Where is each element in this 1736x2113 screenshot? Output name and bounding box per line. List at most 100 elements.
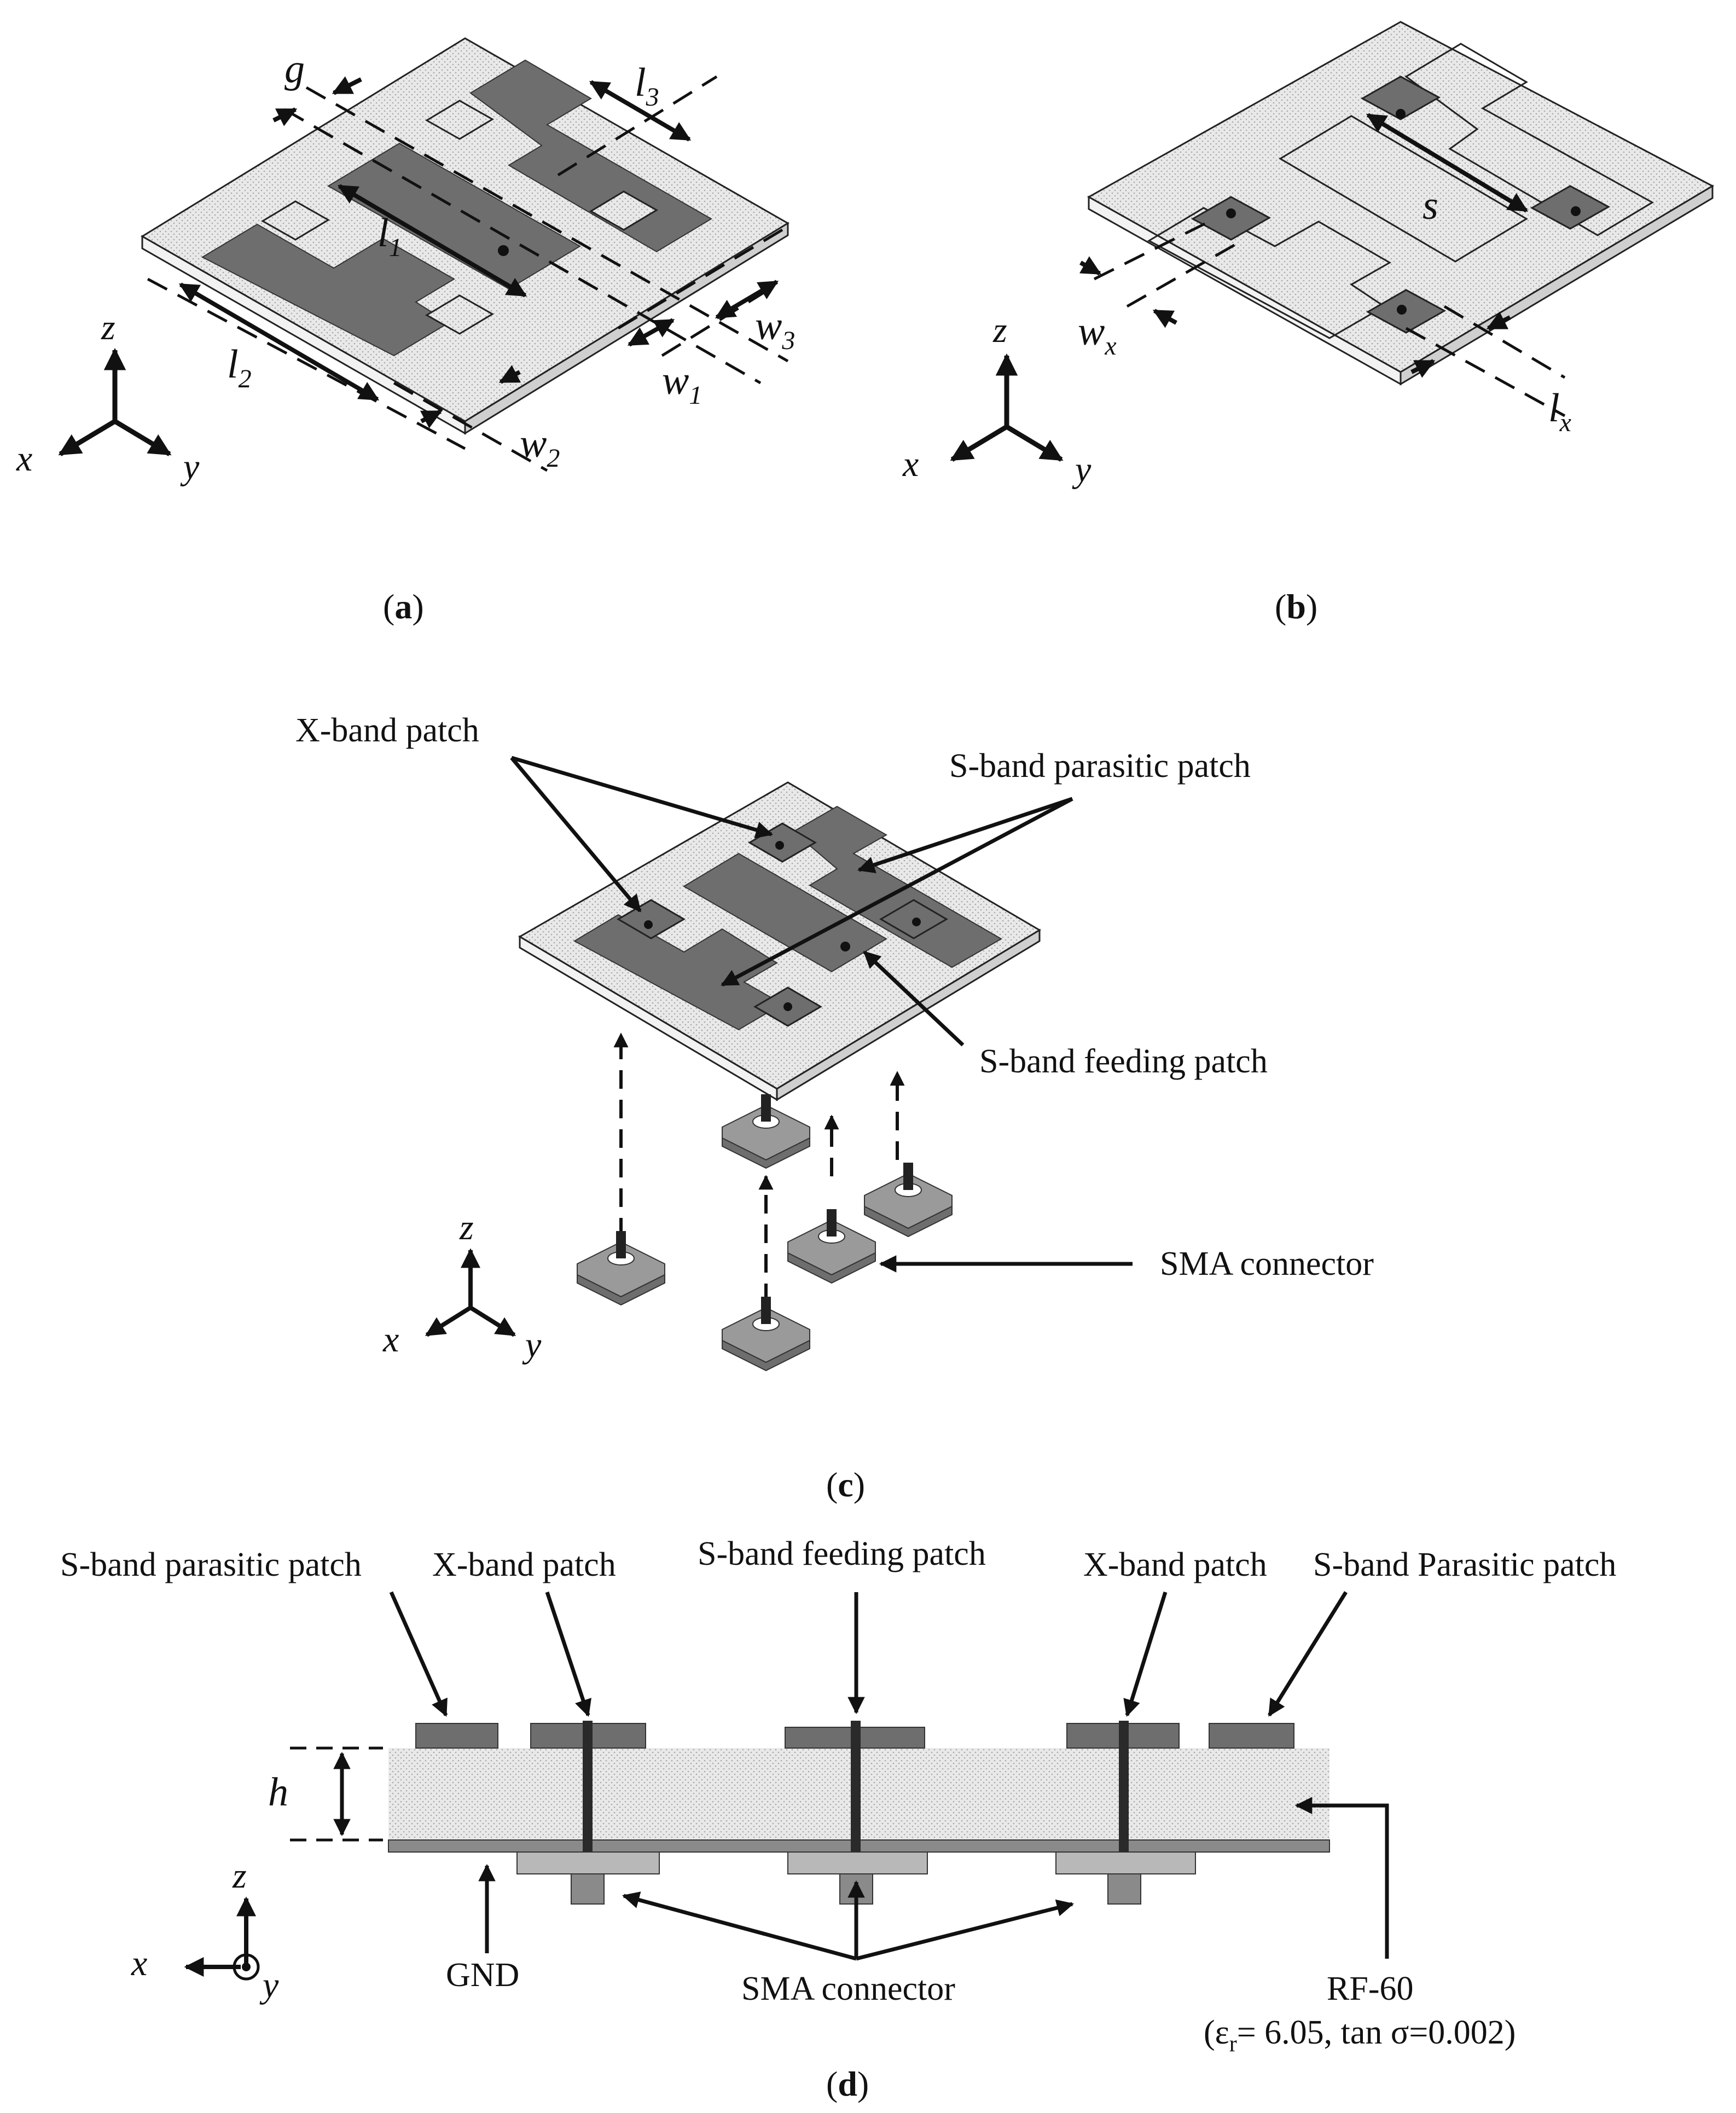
panel-b: s wx lx z x y (b)	[902, 21, 1715, 626]
axis-y-label: y	[522, 1325, 542, 1365]
g-symbol: g	[285, 47, 305, 91]
h-dimension	[290, 1746, 383, 1842]
label-gnd: GND	[446, 1957, 519, 1994]
feed-point	[775, 841, 784, 850]
probe-pin	[583, 1721, 593, 1852]
w2-arrow	[420, 409, 443, 428]
sma-connector	[722, 1094, 810, 1169]
leader-arrows	[510, 756, 1133, 1273]
label-x-band-patch-right: X-band patch	[1083, 1546, 1267, 1583]
g-arrow-right	[332, 76, 362, 95]
axis-x-label: x	[382, 1320, 399, 1360]
feed-point	[1396, 109, 1406, 119]
caption-b: (b)	[1275, 587, 1317, 626]
panel-a: g l1 l2 l3 w1 w2 w3 z x y (a)	[16, 37, 795, 626]
probe-pin	[851, 1721, 861, 1852]
x-band-patch	[425, 100, 494, 140]
panel-c: X-band patch S-band parasitic patch S-ba…	[295, 712, 1374, 1504]
w3-symbol: w3	[755, 304, 795, 355]
lx-arrow-bottom	[1410, 359, 1436, 378]
sma-connectors	[577, 1094, 953, 1372]
leader-arrows	[389, 1591, 1389, 1961]
wx-arrow-right	[1152, 309, 1177, 328]
feed-point	[912, 918, 921, 926]
x-band-patch	[261, 200, 330, 241]
caption-d: (d)	[826, 2064, 869, 2103]
insertion-paths	[613, 1032, 905, 1302]
sma-connector	[722, 1297, 810, 1372]
axis-z-label: z	[101, 307, 115, 347]
label-sma-connector: SMA connector	[741, 1970, 955, 2007]
g-arrow-left	[272, 107, 298, 126]
x-band-patches	[1191, 76, 1611, 334]
axis-y-out-dot	[242, 1963, 251, 1971]
axis-z-label: z	[992, 310, 1007, 350]
label-s-band-parasitic-patch-left: S-band parasitic patch	[60, 1546, 362, 1583]
w1-pointer	[498, 365, 521, 384]
axis-z-label: z	[459, 1208, 474, 1247]
axis-z-label: z	[232, 1856, 247, 1896]
axis-x-label: x	[16, 439, 32, 479]
x-band-patch	[589, 190, 658, 231]
x-band-patch	[1530, 185, 1611, 230]
label-x-band-patch-left: X-band patch	[432, 1546, 616, 1583]
wx-arrow-left	[1079, 256, 1102, 276]
label-x-band-patch: X-band patch	[295, 712, 479, 749]
axis-y-label: y	[259, 1965, 279, 2005]
sma-connector	[864, 1163, 953, 1238]
sma-connector	[787, 1209, 876, 1284]
sma-connector	[577, 1231, 665, 1306]
caption-a: (a)	[383, 587, 424, 626]
x-band-patch	[425, 294, 494, 335]
dimension-guides	[1093, 217, 1566, 417]
axis-x-label: x	[131, 1943, 147, 1983]
l3-symbol: l3	[635, 60, 659, 112]
dimension-arrows	[178, 76, 779, 428]
dimension-arrows	[1079, 113, 1529, 378]
s-band-parasitic-patch	[792, 805, 1002, 968]
s-band-feeding-patch	[683, 852, 887, 973]
lx-symbol: lx	[1548, 386, 1571, 437]
axis-triad	[950, 353, 1064, 462]
feed-point	[644, 920, 653, 929]
l3-arrow	[589, 80, 692, 142]
probe-pin	[1119, 1721, 1129, 1852]
panel-d: h S-band parasitic patch X-band patch S-…	[60, 1535, 1616, 2103]
l1-symbol: l1	[378, 211, 402, 262]
label-rf60: RF-60	[1327, 1970, 1413, 2007]
w3-arrow	[715, 280, 779, 320]
s-band-parasitic-patch-left	[415, 1723, 498, 1749]
label-s-band-feeding-patch: S-band feeding patch	[698, 1535, 986, 1572]
substrate-side-right	[1400, 184, 1714, 386]
label-s-band-parasitic-patch: S-band parasitic patch	[949, 747, 1251, 785]
l2-arrow	[178, 282, 380, 402]
x-band-patches	[617, 822, 948, 1027]
l2-symbol: l2	[227, 342, 252, 393]
caption-c: (c)	[826, 1465, 865, 1504]
sma-connectors	[516, 1851, 1196, 1905]
axis-triad	[425, 1248, 516, 1337]
w1-arrow	[627, 318, 675, 347]
wx-symbol: wx	[1078, 309, 1117, 361]
feed-point	[1226, 208, 1236, 218]
label-rf60-properties: (εr= 6.05, tan σ=0.002)	[1204, 2014, 1516, 2057]
w2-symbol: w2	[520, 421, 560, 473]
axis-triad	[58, 347, 172, 456]
label-s-band-parasitic-patch-right: S-band Parasitic patch	[1313, 1546, 1616, 1583]
feed-point	[1571, 206, 1581, 216]
substrate-side-right	[776, 928, 1041, 1101]
axis-2d	[184, 1896, 260, 1981]
axis-y-label: y	[1072, 450, 1091, 490]
s-symbol: s	[1423, 183, 1438, 228]
x-band-patch	[1360, 76, 1441, 120]
axis-x-label: x	[902, 444, 919, 484]
l1-arrow	[337, 184, 527, 298]
h-symbol: h	[268, 1770, 288, 1815]
label-s-band-feeding-patch: S-band feeding patch	[979, 1043, 1268, 1080]
axis-y-label: y	[180, 447, 200, 487]
s-arrow	[1366, 113, 1529, 213]
feed-point	[498, 245, 509, 256]
feed-point	[783, 1002, 792, 1011]
w1-symbol: w1	[662, 358, 702, 410]
